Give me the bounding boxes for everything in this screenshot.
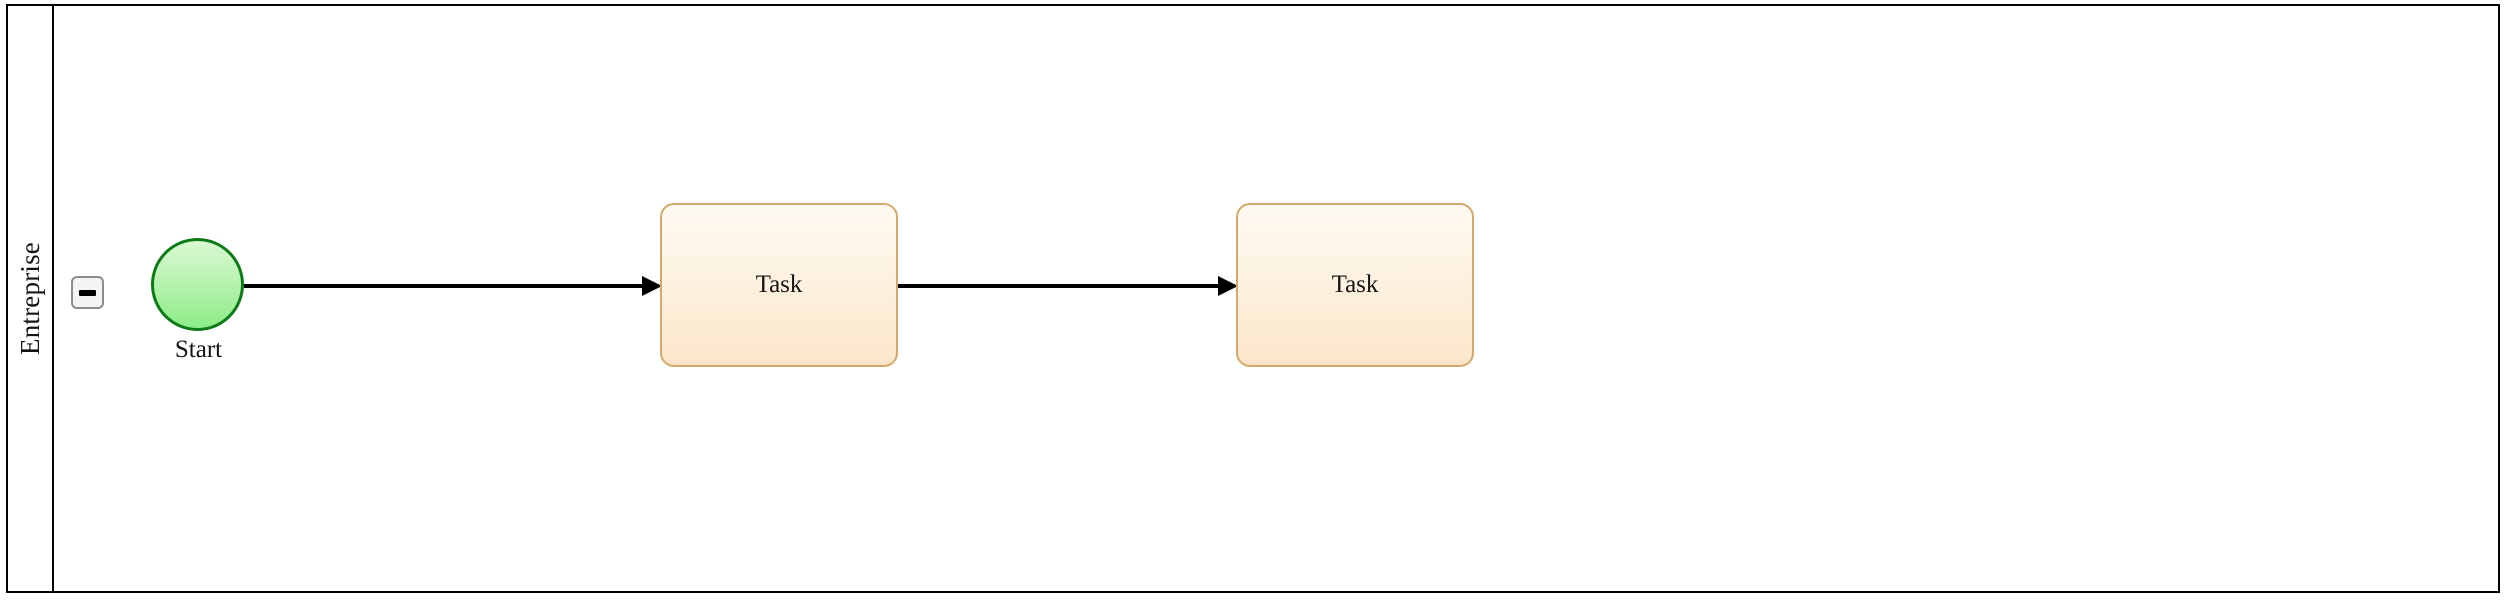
- sequence-flow-start-to-task1[interactable]: [244, 276, 662, 296]
- sequence-flow-task1-to-task2[interactable]: [898, 276, 1238, 296]
- collapse-toggle-button[interactable]: [71, 276, 104, 309]
- pool-entreprise[interactable]: Entreprise Start Task Task: [6, 4, 2500, 593]
- flow-line: [898, 284, 1220, 288]
- task-label: Task: [1331, 271, 1379, 298]
- minus-icon: [79, 289, 96, 296]
- start-event-label: Start: [174, 336, 223, 363]
- start-event[interactable]: [151, 238, 244, 331]
- lane-label: Entreprise: [14, 242, 45, 355]
- arrowhead-icon: [1218, 276, 1238, 296]
- arrowhead-icon: [642, 276, 662, 296]
- task-label: Task: [755, 271, 803, 298]
- flow-line: [244, 284, 644, 288]
- task-1[interactable]: Task: [660, 203, 898, 367]
- lane-header-entreprise[interactable]: Entreprise: [8, 6, 54, 591]
- task-2[interactable]: Task: [1236, 203, 1474, 367]
